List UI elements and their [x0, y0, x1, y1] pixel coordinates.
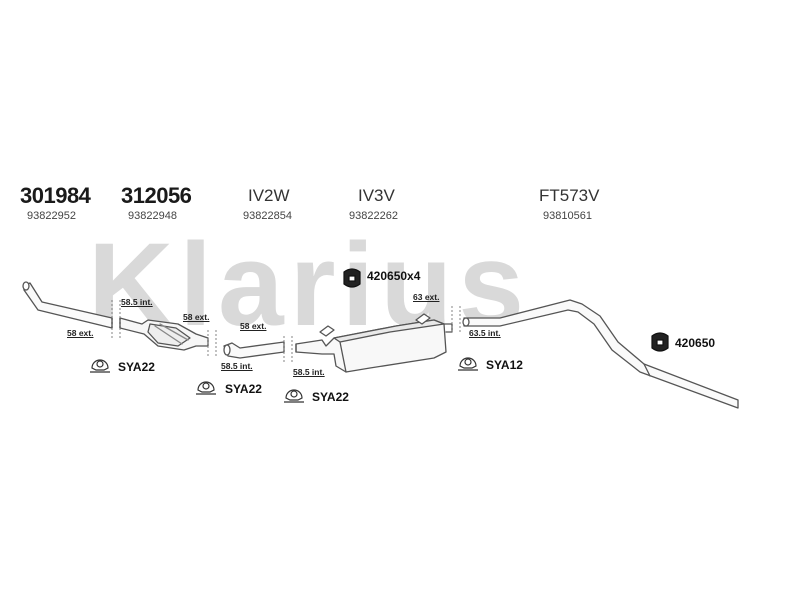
clamp-icon [196, 381, 216, 395]
accessory-label-420650x4: 420650x4 [367, 269, 421, 283]
accessory-label-sya22: SYA22 [312, 390, 349, 404]
silencer-iv3v [295, 313, 453, 373]
dimension-label: 63 ext. [413, 292, 440, 302]
dimension-label: 58.5 int. [221, 361, 253, 371]
part-number-312056: 312056 [121, 183, 192, 208]
catalyst-312056 [119, 317, 209, 351]
dimension-label: 58 ext. [183, 312, 210, 322]
oe-number-312056: 93822948 [128, 210, 177, 222]
part-number-iv3v: IV3V [358, 186, 395, 205]
part-number-ft573v: FT573V [539, 186, 600, 205]
dimension-label: 58 ext. [67, 328, 94, 338]
accessory-label-sya22: SYA22 [225, 382, 262, 396]
clamp-icon [284, 389, 304, 403]
oe-number-ft573v: 93810561 [543, 210, 592, 222]
oe-number-301984: 93822952 [27, 210, 76, 222]
part-number-301984: 301984 [20, 183, 91, 208]
accessory-label-420650: 420650 [675, 336, 716, 350]
accessory-label-sya12: SYA12 [486, 358, 523, 372]
dimension-label: 58 ext. [240, 321, 267, 331]
rubber-hanger-icon [343, 268, 361, 288]
rubber-hanger-icon [651, 332, 669, 352]
accessory-label-sya22: SYA22 [118, 360, 155, 374]
front-pipe-301984 [22, 281, 113, 329]
dimension-label: 58.5 int. [121, 297, 153, 307]
clamp-icon [458, 357, 478, 371]
rear-pipe-ft573v [462, 299, 739, 409]
clamp-icon [90, 359, 110, 373]
intermediate-pipe-iv2w [223, 341, 285, 359]
oe-number-iv2w: 93822854 [243, 210, 292, 222]
dimension-label: 63.5 int. [469, 328, 501, 338]
oe-number-iv3v: 93822262 [349, 210, 398, 222]
part-number-iv2w: IV2W [248, 186, 290, 205]
dimension-label: 58.5 int. [293, 367, 325, 377]
